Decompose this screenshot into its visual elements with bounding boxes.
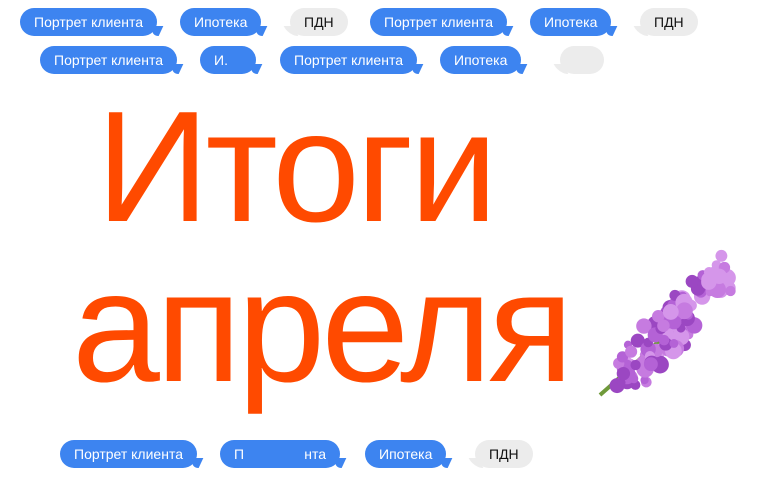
- flower-petal: [629, 374, 639, 384]
- chat-bubble-pdn: ПДН: [640, 8, 698, 36]
- flower-petal: [616, 378, 626, 387]
- flower-petal: [715, 249, 728, 262]
- chat-bubble-mortgage: Ипотека: [180, 8, 262, 36]
- bubble-text: П: [234, 446, 245, 462]
- title-line-2: апреля: [72, 239, 574, 415]
- chat-bubble-portrait: Портрет клиента: [60, 440, 197, 468]
- bubble-text: нта: [304, 446, 326, 462]
- flower-petal: [630, 359, 641, 371]
- chat-bubble-mortgage: Ипотека: [530, 8, 612, 36]
- chat-bubble-portrait: Портрет клиента: [20, 8, 157, 36]
- flower-petal: [658, 334, 670, 346]
- flower-petal: [701, 271, 718, 288]
- flower-petal: [636, 318, 652, 334]
- chat-bubble-mortgage: Ипотека: [365, 440, 447, 468]
- chat-bubble-pdn: ПДН: [290, 8, 348, 36]
- chat-bubble-mortgage: Ипотека: [440, 46, 522, 74]
- chat-bubble-pdn: ПДН: [475, 440, 533, 468]
- flower-petal: [676, 302, 693, 320]
- flower-petal: [640, 375, 649, 385]
- flower-petal: [685, 274, 699, 288]
- title-line-1: Итоги: [96, 79, 498, 255]
- chat-bubble-portrait: Портрет клиента: [280, 46, 417, 74]
- flower-petal: [616, 351, 629, 363]
- flower-petal: [616, 366, 631, 381]
- chat-bubble-portrait: Портрет клиента: [370, 8, 507, 36]
- flower-petal: [669, 339, 679, 348]
- chat-bubble-portrait: Портрет клиента: [40, 46, 177, 74]
- flower-petal: [625, 345, 638, 358]
- flower-petal: [630, 333, 645, 348]
- flower-petal: [652, 310, 665, 323]
- flower-petal: [657, 319, 670, 332]
- flower-petal: [643, 357, 658, 372]
- chat-bubble-mortgage-partial: И.: [200, 46, 256, 74]
- flower-petal: [662, 303, 679, 320]
- chat-bubble-gray: [560, 46, 604, 74]
- flower-petal: [725, 285, 736, 297]
